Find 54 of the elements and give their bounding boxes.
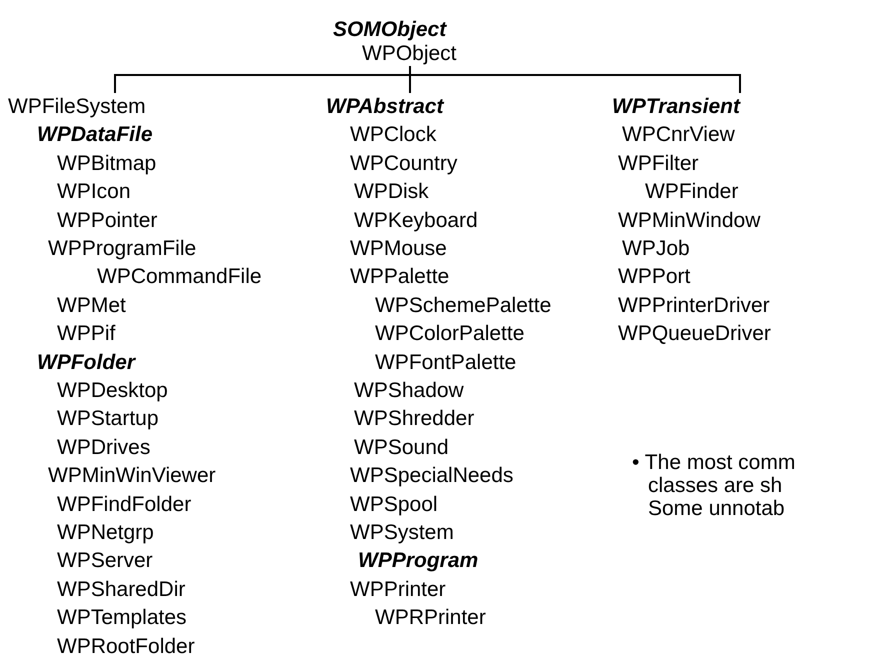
class-name: WPJob xyxy=(622,237,690,261)
tree-connector xyxy=(409,66,741,93)
class-name: WPFileSystem xyxy=(8,95,146,119)
class-name: WPMet xyxy=(57,294,126,318)
class-name: WPSpool xyxy=(350,492,438,517)
class-name: WPStartup xyxy=(57,407,159,432)
class-name: WPShadow xyxy=(354,379,464,403)
class-name: WPIcon xyxy=(57,180,131,204)
class-name: WPClock xyxy=(350,123,436,148)
class-name: WPShredder xyxy=(354,407,474,432)
class-name: WPSystem xyxy=(350,521,454,545)
class-name: WPCommandFile xyxy=(97,265,262,290)
class-name: WPPort xyxy=(618,265,690,290)
class-name: WPPrinterDriver xyxy=(618,294,770,318)
class-name: WPFindFolder xyxy=(57,492,192,517)
class-name: WPPrinter xyxy=(350,578,446,602)
class-name: WPDisk xyxy=(354,180,429,204)
class-name: WPServer xyxy=(57,549,153,574)
class-name: WPBitmap xyxy=(57,152,156,176)
class-name: WPFontPalette xyxy=(375,350,516,375)
class-name: WPPif xyxy=(57,322,116,346)
class-name: WPPointer xyxy=(57,208,158,233)
class-name: WPDataFile xyxy=(37,123,153,148)
class-name: WPPalette xyxy=(350,265,450,290)
class-name: WPMinWinViewer xyxy=(48,464,216,488)
class-name: WPSpecialNeeds xyxy=(350,464,514,488)
class-name: WPKeyboard xyxy=(354,208,478,233)
class-name: WPTransient xyxy=(612,95,740,119)
class-name: WPSound xyxy=(354,436,449,460)
class-name: WPProgram xyxy=(358,549,478,574)
class-name: WPObject xyxy=(362,42,457,66)
class-name: WPTemplates xyxy=(57,606,187,630)
class-name: WPNetgrp xyxy=(57,521,154,545)
note-text: Some unnotab xyxy=(648,497,785,521)
class-name: WPFolder xyxy=(37,350,135,375)
note-text: • The most comm xyxy=(632,451,796,475)
class-name: WPMinWindow xyxy=(618,208,760,233)
class-name: WPFilter xyxy=(618,152,698,176)
class-name: WPColorPalette xyxy=(375,322,524,346)
class-name: WPRootFolder xyxy=(57,634,195,659)
class-name: WPQueueDriver xyxy=(618,322,771,346)
class-name: WPCountry xyxy=(350,152,458,176)
class-name: WPDesktop xyxy=(57,379,168,403)
class-name: WPFinder xyxy=(645,180,738,204)
class-name: WPMouse xyxy=(350,237,447,261)
class-name: WPAbstract xyxy=(326,95,444,119)
class-name: WPSharedDir xyxy=(57,578,186,602)
class-name: WPRPrinter xyxy=(375,606,486,630)
class-name: WPProgramFile xyxy=(48,237,196,261)
class-name: WPSchemePalette xyxy=(375,294,552,318)
class-name: WPCnrView xyxy=(622,123,735,148)
class-name: WPDrives xyxy=(57,436,150,460)
class-name: SOMObject xyxy=(333,18,446,42)
note-text: classes are sh xyxy=(648,474,782,498)
